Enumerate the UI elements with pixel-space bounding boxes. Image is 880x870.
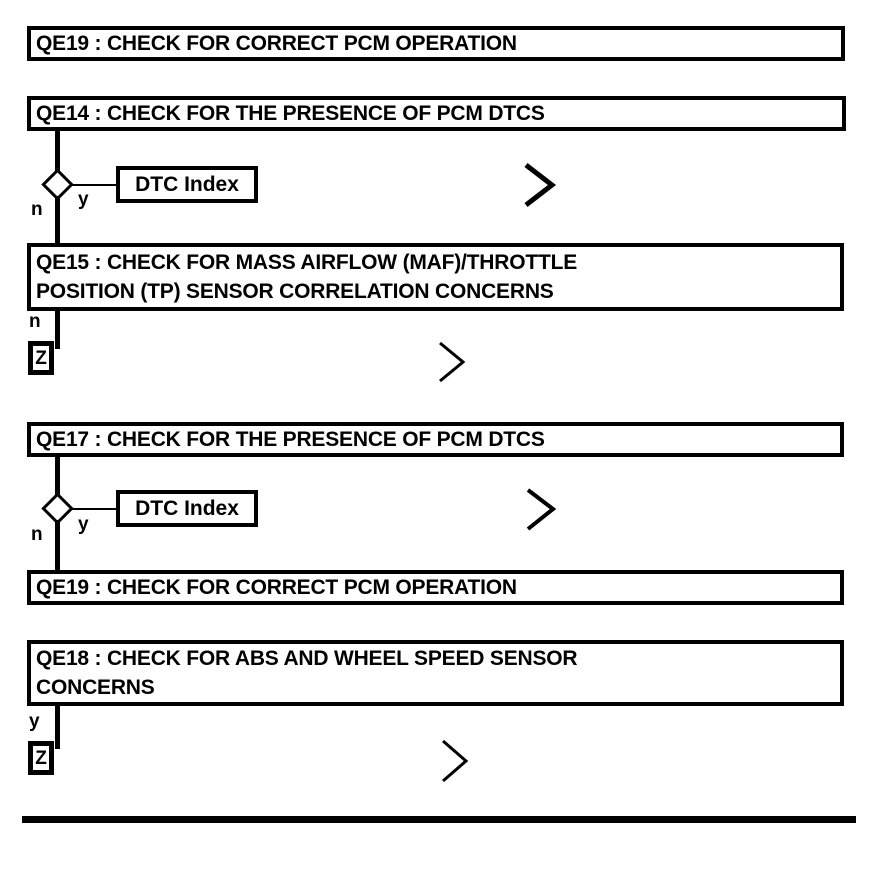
step-label-qe15: QE15 : CHECK FOR MASS AIRFLOW (MAF)/THRO… <box>36 251 578 303</box>
continuation-chevron-3 <box>525 487 557 532</box>
branch-label-qe17-no: n <box>31 524 43 545</box>
terminator-z-2-label: Z <box>35 747 47 769</box>
branch-label-qe17-yes: y <box>78 514 89 535</box>
terminator-z-2[interactable]: Z <box>28 741 54 775</box>
step-label-qe17: QE17 : CHECK FOR THE PRESENCE OF PCM DTC… <box>36 428 545 451</box>
connector-qe17-no-to-qe19 <box>55 520 60 572</box>
branch-label-qe14-no: n <box>31 199 43 220</box>
step-label-qe14: QE14 : CHECK FOR THE PRESENCE OF PCM DTC… <box>36 102 545 125</box>
reference-box-dtc-index-1[interactable]: DTC Index <box>116 166 258 203</box>
connector-qe17-to-decision <box>55 457 60 497</box>
step-label-qe18: QE18 : CHECK FOR ABS AND WHEEL SPEED SEN… <box>36 647 578 699</box>
reference-box-dtc-index-2[interactable]: DTC Index <box>116 490 258 527</box>
connector-qe17-yes-to-dtc-index <box>70 508 118 510</box>
step-label-qe19-lower: QE19 : CHECK FOR CORRECT PCM OPERATION <box>36 576 517 599</box>
connector-qe14-yes-to-dtc-index <box>70 184 118 186</box>
step-label-qe19-top: QE19 : CHECK FOR CORRECT PCM OPERATION <box>36 32 517 55</box>
step-box-qe19-lower[interactable]: QE19 : CHECK FOR CORRECT PCM OPERATION <box>27 570 844 605</box>
continuation-chevron-2 <box>437 340 467 384</box>
continuation-chevron-1 <box>523 162 557 208</box>
step-box-qe18[interactable]: QE18 : CHECK FOR ABS AND WHEEL SPEED SEN… <box>27 640 844 706</box>
connector-qe15-no-to-terminator <box>55 311 60 349</box>
terminator-z-1[interactable]: Z <box>28 341 54 375</box>
branch-label-qe15-no: n <box>29 311 41 332</box>
branch-label-qe14-yes: y <box>78 189 89 210</box>
step-box-qe15[interactable]: QE15 : CHECK FOR MASS AIRFLOW (MAF)/THRO… <box>27 243 844 311</box>
connector-qe18-yes-to-terminator <box>55 706 60 749</box>
reference-label-dtc-index-2: DTC Index <box>135 497 239 520</box>
connector-qe14-no-to-qe15 <box>55 196 60 244</box>
step-box-qe19-top[interactable]: QE19 : CHECK FOR CORRECT PCM OPERATION <box>27 26 845 61</box>
continuation-chevron-4 <box>440 738 470 784</box>
step-box-qe14[interactable]: QE14 : CHECK FOR THE PRESENCE OF PCM DTC… <box>27 96 846 131</box>
reference-label-dtc-index-1: DTC Index <box>135 173 239 196</box>
bottom-divider <box>22 816 856 823</box>
connector-qe14-to-decision <box>55 131 60 173</box>
branch-label-qe18-yes: y <box>29 711 40 732</box>
step-box-qe17[interactable]: QE17 : CHECK FOR THE PRESENCE OF PCM DTC… <box>27 422 844 457</box>
terminator-z-1-label: Z <box>35 347 47 369</box>
